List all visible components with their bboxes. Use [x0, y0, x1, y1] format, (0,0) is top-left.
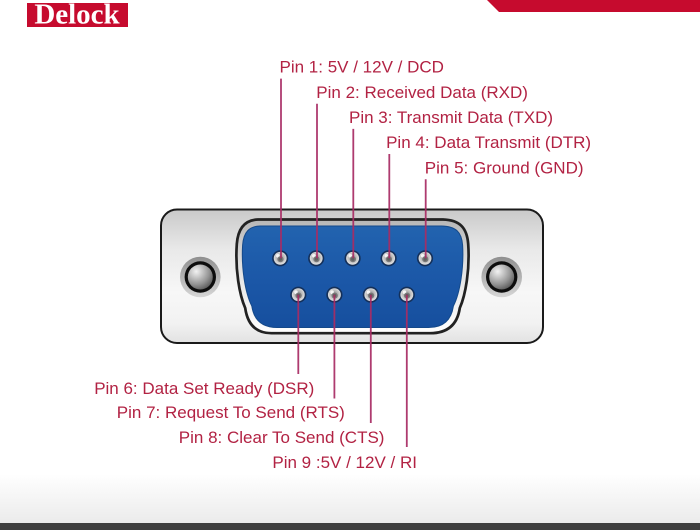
svg-text:Pin 5: Ground (GND): Pin 5: Ground (GND)	[425, 158, 584, 177]
svg-text:Pin 9 :5V / 12V / RI: Pin 9 :5V / 12V / RI	[272, 453, 417, 472]
svg-text:Pin 1: 5V / 12V / DCD: Pin 1: 5V / 12V / DCD	[280, 58, 444, 77]
svg-text:Pin 4: Data Transmit (DTR): Pin 4: Data Transmit (DTR)	[386, 133, 591, 152]
svg-text:Pin 7: Request To Send (RTS): Pin 7: Request To Send (RTS)	[117, 403, 345, 422]
svg-text:Delock: Delock	[34, 0, 120, 31]
svg-text:Pin 3: Transmit Data (TXD): Pin 3: Transmit Data (TXD)	[349, 108, 553, 127]
svg-text:Pin 6: Data Set Ready (DSR): Pin 6: Data Set Ready (DSR)	[94, 379, 314, 398]
svg-text:Pin 2: Received Data (RXD): Pin 2: Received Data (RXD)	[316, 83, 528, 102]
svg-text:Pin 8: Clear To Send (CTS): Pin 8: Clear To Send (CTS)	[179, 428, 385, 447]
